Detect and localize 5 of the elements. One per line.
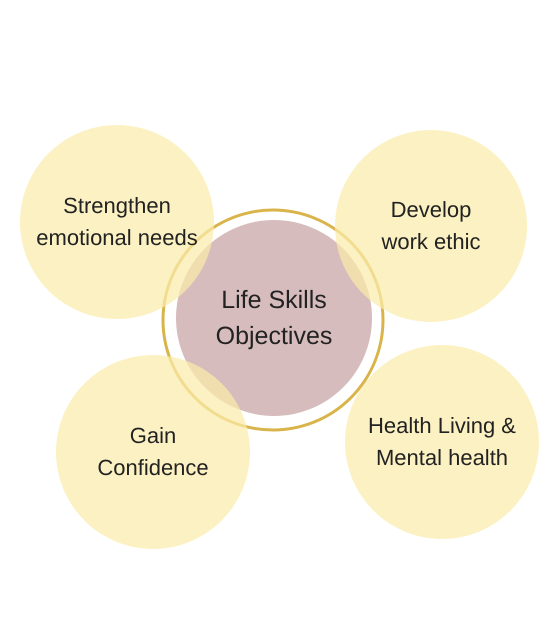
topic-label: Health Living & Mental health [367, 412, 517, 472]
topic-label: Gain Confidence [96, 422, 210, 482]
center-label: Life Skills Objectives [214, 285, 334, 352]
topic-label: Strengthen emotional needs [35, 192, 199, 252]
topic-label: Develop work ethic [380, 196, 482, 256]
